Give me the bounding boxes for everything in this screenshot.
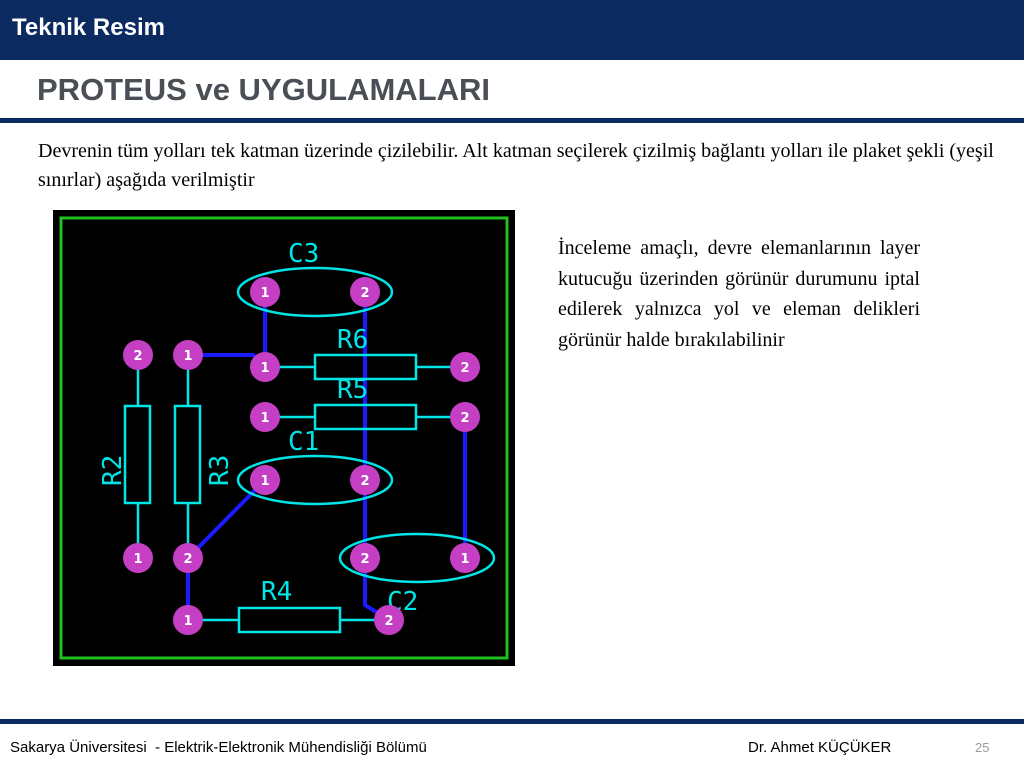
pad-r5-1: 1 [250,402,280,432]
pad-c3-2: 2 [350,277,380,307]
page-number: 25 [975,740,990,755]
label-r6: R6 [337,325,368,355]
svg-text:2: 2 [460,361,469,376]
svg-text:1: 1 [183,349,192,364]
side-paragraph: İnceleme amaçlı, devre elemanlarının lay… [558,237,920,351]
svg-text:2: 2 [183,552,192,567]
pad-r2-1: 1 [123,543,153,573]
label-r2: R2 [98,455,128,486]
label-c3: C3 [288,239,319,269]
svg-text:1: 1 [260,474,269,489]
pad-r3-1: 1 [173,340,203,370]
svg-text:1: 1 [260,411,269,426]
footer-institution: Sakarya Üniversitesi - Elektrik-Elektron… [10,739,427,756]
pad-r6-1: 1 [250,352,280,382]
pcb-labels: C3 R6 R5 C1 R2 R3 C2 R4 [98,239,418,617]
pcb-layout-image: C3 R6 R5 C1 R2 R3 C2 R4 1 2 1 2 1 2 1 2 … [53,210,515,666]
label-r5: R5 [337,375,368,405]
label-c1: C1 [288,427,319,457]
pad-r5-2: 2 [450,402,480,432]
title-divider [0,118,1024,123]
label-r3: R3 [205,455,235,486]
svg-text:2: 2 [360,552,369,567]
svg-text:1: 1 [260,361,269,376]
pcb-pads: 1 2 1 2 1 2 1 2 2 1 1 2 2 1 1 2 [123,277,480,635]
pad-c2-2: 2 [350,543,380,573]
course-title: Teknik Resim [12,14,165,41]
svg-text:2: 2 [360,474,369,489]
pad-c2-1: 1 [450,543,480,573]
pcb-board [53,210,515,666]
svg-text:1: 1 [133,552,142,567]
pad-r3-2: 2 [173,543,203,573]
svg-text:2: 2 [460,411,469,426]
svg-text:2: 2 [133,349,142,364]
header-bar: Teknik Resim [0,0,1024,60]
svg-text:2: 2 [384,614,393,629]
footer-divider [0,719,1024,724]
pad-c1-2: 2 [350,465,380,495]
intro-paragraph: Devrenin tüm yolları tek katman üzerinde… [38,140,994,191]
footer-author: Dr. Ahmet KÜÇÜKER [748,739,892,756]
pad-c1-1: 1 [250,465,280,495]
pad-r2-2: 2 [123,340,153,370]
pcb-outline [59,216,509,660]
pad-r6-2: 2 [450,352,480,382]
svg-text:1: 1 [183,614,192,629]
svg-text:1: 1 [460,552,469,567]
pad-c3-1: 1 [250,277,280,307]
slide-title: PROTEUS ve UYGULAMALARI [37,72,490,107]
label-r4: R4 [261,577,292,607]
svg-text:2: 2 [360,286,369,301]
pad-r4-1: 1 [173,605,203,635]
svg-text:1: 1 [260,286,269,301]
pad-r4-2: 2 [374,605,404,635]
